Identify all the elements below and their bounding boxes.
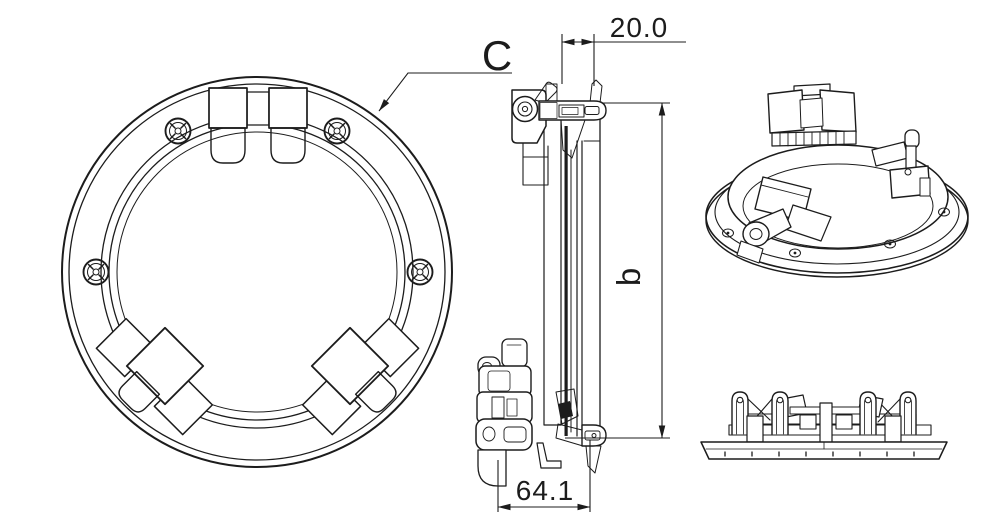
clamp-knob — [210, 127, 246, 164]
dim-width-extensions — [497, 440, 591, 512]
ring-outer — [61, 76, 453, 468]
section-bottom-clamp — [475, 338, 607, 487]
hinge-tower — [859, 391, 877, 435]
glass-edge-line — [564, 126, 568, 436]
dim-width-text: 64.1 — [516, 475, 575, 506]
lower-right-clamp — [286, 302, 433, 449]
side-view — [700, 391, 948, 460]
detail-label: C — [482, 32, 512, 79]
iso-right-clamp — [871, 129, 931, 199]
screw — [406, 258, 434, 286]
screw — [323, 117, 351, 145]
dimensions: C 20.0 b 64.1 — [378, 12, 686, 512]
section-top-clamp — [511, 79, 607, 186]
section-view — [475, 79, 607, 487]
clamp-knob — [270, 127, 306, 164]
section-wall-hatch — [543, 117, 562, 426]
side-base-flange — [700, 441, 948, 460]
detail-leader-line — [378, 72, 512, 112]
iso-screws — [722, 207, 950, 258]
dome-edge — [116, 131, 398, 413]
screw — [164, 117, 192, 145]
front-view — [61, 76, 453, 468]
screw — [82, 258, 110, 286]
lower-left-clamp — [82, 302, 229, 449]
dim-depth-text: 20.0 — [610, 12, 669, 43]
iso-left-clamp — [736, 176, 832, 264]
iso-back-clamp — [767, 83, 857, 147]
ring-outer-inner-edge — [68, 83, 446, 461]
isometric-view — [705, 83, 969, 278]
iso-glass-edge — [742, 163, 934, 249]
dim-height-text: b — [610, 268, 647, 286]
hinge-tower — [899, 391, 917, 435]
hinge-tower — [771, 391, 789, 435]
hinge-tower — [731, 391, 749, 435]
top-clamp — [208, 87, 308, 164]
